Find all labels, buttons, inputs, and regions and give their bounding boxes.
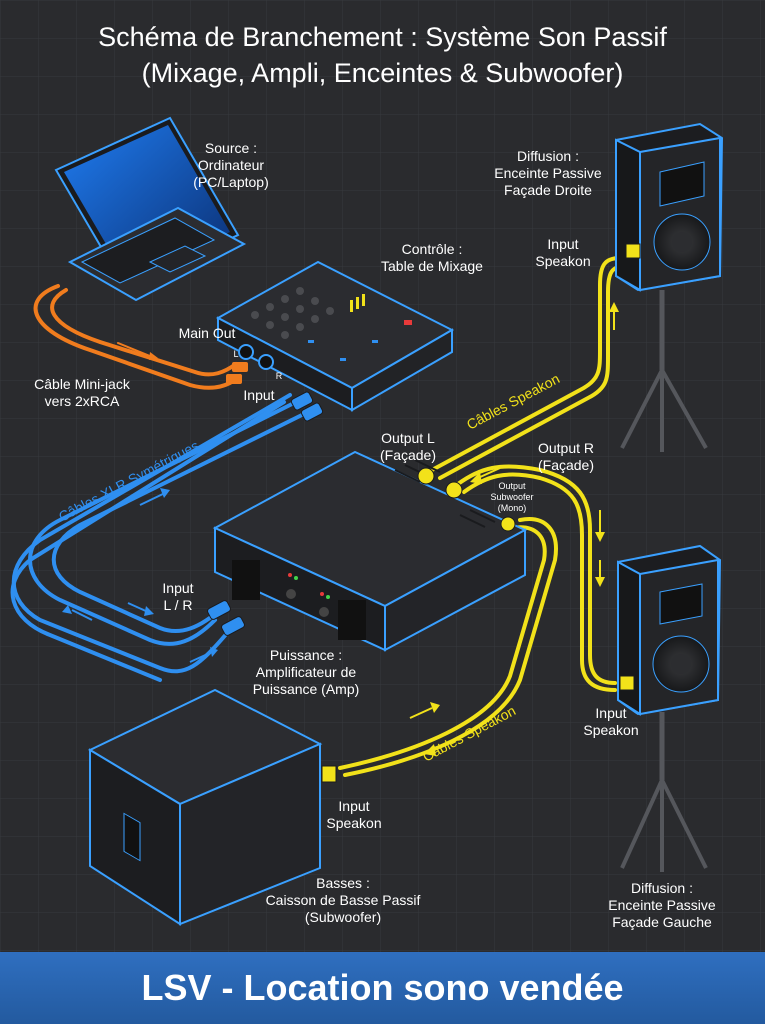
left-speaker-input-line1: Input — [595, 705, 627, 721]
footer-banner — [0, 952, 765, 1024]
left-speaker-label-line2: Enceinte Passive — [608, 897, 716, 913]
subwoofer-label-line3: (Subwoofer) — [304, 909, 382, 925]
source-label: Source : Ordinateur (PC/Laptop) — [176, 140, 286, 191]
mixing-console — [215, 260, 455, 412]
control-label-line2: Table de Mixage — [381, 258, 483, 274]
output-l-label-line1: Output L — [381, 430, 435, 446]
footer-banner-text: LSV - Location sono vendée — [141, 967, 624, 1008]
xlr-plugs — [207, 391, 324, 636]
speakon-cables — [338, 256, 628, 777]
right-speaker-input-label: Input Speakon — [528, 236, 598, 270]
main-out-l-label: L — [233, 349, 239, 359]
source-label-line3: (PC/Laptop) — [193, 174, 269, 190]
minijack-cable-label-line2: vers 2xRCA — [44, 393, 120, 409]
diagram-title-line1: Schéma de Branchement : Système Son Pass… — [98, 22, 667, 52]
output-sub-label-line3: (Mono) — [497, 503, 527, 513]
speakon-input-right — [625, 243, 641, 259]
right-speaker-label-line2: Enceinte Passive — [494, 165, 602, 181]
subwoofer — [87, 688, 337, 926]
subwoofer-label-line1: Basses : — [316, 875, 370, 891]
power-amp-label-line2: Amplificateur de — [255, 664, 357, 680]
main-out-label: Main Out — [178, 325, 236, 341]
amp-input-label-line2: L / R — [163, 597, 193, 613]
speakon-plugs-amp — [417, 467, 516, 532]
xlr-cables — [10, 393, 314, 682]
power-amp-label-line1: Puissance : — [269, 647, 343, 663]
subwoofer-label-line2: Caisson de Basse Passif — [265, 892, 421, 908]
minijack-cable-label-line1: Câble Mini-jack — [34, 376, 130, 392]
output-sub-label-line1: Output — [498, 481, 526, 491]
right-speaker-input-line1: Input — [547, 236, 579, 252]
laptop — [54, 116, 247, 302]
left-speaker-input-label: Input Speakon — [578, 705, 644, 739]
output-r-label: Output R (Façade) — [528, 440, 604, 474]
xlr-arrows — [62, 488, 218, 663]
output-l-label: Output L (Façade) — [372, 430, 444, 464]
xlr-out-r — [258, 354, 274, 370]
output-l-label-line2: (Façade) — [379, 447, 437, 463]
speakon-input-sub — [321, 765, 337, 783]
output-r-label-line1: Output R — [537, 440, 595, 456]
left-speaker-label-line3: Façade Gauche — [612, 914, 712, 930]
control-label-line1: Contrôle : — [401, 241, 463, 257]
left-speaker-label-line1: Diffusion : — [631, 880, 693, 896]
power-amp-label: Puissance : Amplificateur de Puissance (… — [236, 647, 376, 698]
subwoofer-input-line2: Speakon — [326, 815, 382, 831]
right-speaker — [615, 122, 724, 452]
output-sub-label: Output Subwoofer (Mono) — [484, 481, 540, 514]
rca-plug — [232, 362, 248, 372]
power-amplifier — [212, 450, 528, 652]
right-speaker-input-line2: Speakon — [535, 253, 591, 269]
right-speaker-label-line1: Diffusion : — [517, 148, 579, 164]
speakon-arrows — [409, 302, 619, 756]
right-speaker-label: Diffusion : Enceinte Passive Façade Droi… — [480, 148, 616, 199]
left-speaker-input-line2: Speakon — [583, 722, 639, 738]
minijack-cable-label: Câble Mini-jack vers 2xRCA — [8, 376, 156, 410]
right-speaker-label-line3: Façade Droite — [504, 182, 592, 198]
output-sub-label-line2: Subwoofer — [490, 492, 534, 502]
main-out-r-label: R — [275, 371, 283, 381]
left-speaker — [617, 544, 722, 872]
amp-input-label-line1: Input — [162, 580, 194, 596]
xlr-out-l — [238, 344, 254, 360]
diagram-title-line2: (Mixage, Ampli, Enceintes & Subwoofer) — [141, 58, 624, 88]
minijack-cable — [33, 284, 248, 390]
left-speaker-label: Diffusion : Enceinte Passive Façade Gauc… — [592, 880, 732, 931]
subwoofer-input-label: Input Speakon — [318, 798, 390, 832]
source-label-line1: Source : — [204, 140, 258, 156]
power-amp-label-line3: Puissance (Amp) — [252, 681, 360, 697]
rca-plug — [226, 374, 242, 384]
speakon-input-left — [619, 675, 635, 691]
subwoofer-input-line1: Input — [338, 798, 370, 814]
subwoofer-label: Basses : Caisson de Basse Passif (Subwoo… — [258, 875, 428, 926]
control-label: Contrôle : Table de Mixage — [362, 241, 502, 275]
source-label-line2: Ordinateur — [197, 157, 265, 173]
output-r-label-line2: (Façade) — [537, 457, 595, 473]
amp-input-label: Input L / R — [150, 580, 206, 614]
mixer-input-label: Input — [243, 387, 275, 403]
